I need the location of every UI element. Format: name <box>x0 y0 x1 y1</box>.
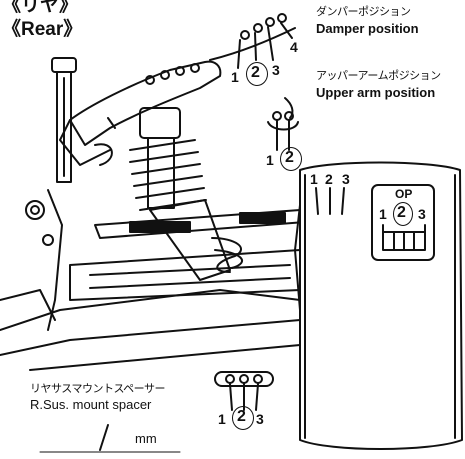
upper-arm-position-label-jp: アッパーアームポジション <box>316 69 441 82</box>
spacer-hole-bracket <box>214 371 274 411</box>
damper-position-3: 3 <box>272 62 280 78</box>
damper-position-label-en: Damper position <box>316 21 419 36</box>
damper-position-label-jp: ダンパーポジション <box>316 5 411 18</box>
upper-arm <box>94 209 306 239</box>
hub-position-2: 2 <box>325 171 333 187</box>
hub-position-1: 1 <box>310 171 318 187</box>
upper-arm-hole-bracket <box>267 97 299 151</box>
damper-position-2: 2 <box>251 64 260 81</box>
op-position-1: 1 <box>379 206 387 222</box>
damper-selected-circle <box>246 62 268 86</box>
spacer-label-en: R.Sus. mount spacer <box>30 397 152 412</box>
section-title-en: 《Rear》 <box>2 19 83 40</box>
spacer-leader-line <box>99 424 109 451</box>
damper-position-4: 4 <box>290 39 298 55</box>
spacer-position-1: 1 <box>218 411 226 427</box>
spacer-position-3: 3 <box>256 411 264 427</box>
damper-position-1: 1 <box>231 69 239 85</box>
upper-arm-selected-circle <box>280 147 302 171</box>
op-position-3: 3 <box>418 206 426 222</box>
section-title-jp: 《リヤ》 <box>2 0 79 16</box>
upper-arm-position-label-en: Upper arm position <box>316 85 436 100</box>
op-selected-circle <box>393 202 413 226</box>
damper-hole-bracket <box>209 13 296 69</box>
hub-position-3: 3 <box>342 171 350 187</box>
spacer-label-jp: リヤサスマウントスペーサー <box>30 382 165 395</box>
chassis <box>0 200 301 371</box>
spacer-selected-circle <box>232 406 254 430</box>
upper-arm-position-1: 1 <box>266 152 274 168</box>
upper-arm-position-2: 2 <box>285 149 294 166</box>
body-post <box>47 57 77 331</box>
hub-position-leaders <box>315 187 345 215</box>
op-position-2: 2 <box>397 204 406 221</box>
op-label: OP <box>392 188 416 200</box>
spacer-position-2: 2 <box>237 408 246 425</box>
spacer-unit: mm <box>135 431 157 446</box>
